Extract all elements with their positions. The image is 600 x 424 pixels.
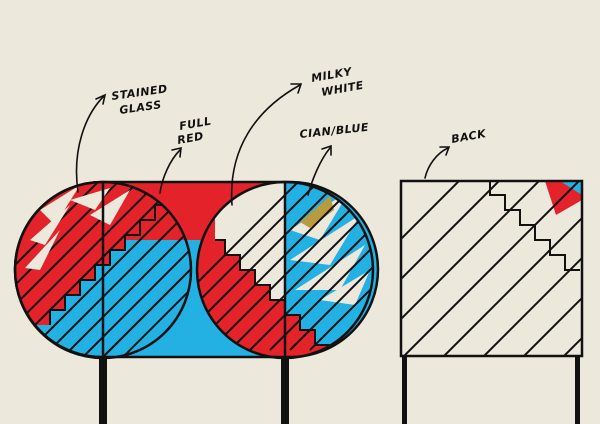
label-glass: GLASS <box>119 98 163 117</box>
label-red: RED <box>176 130 204 147</box>
left-leg <box>99 357 107 424</box>
arrow-milky-white <box>230 84 301 206</box>
back-right-leg <box>575 356 580 424</box>
label-back: BACK <box>450 127 488 146</box>
right-leg <box>281 357 289 424</box>
arrow-cian-blue <box>307 147 331 196</box>
back-left-leg <box>402 356 407 424</box>
label-cian-blue: CIAN/BLUE <box>299 121 370 141</box>
label-full: FULL <box>178 115 212 133</box>
front-cabinet <box>13 180 380 424</box>
arrow-back <box>424 147 449 179</box>
olive-glass-piece <box>300 196 334 228</box>
arrow-stained-glass <box>75 95 105 193</box>
annotation-labels: STAINED GLASS FULL RED MILKY WHITE CIAN/… <box>111 65 488 147</box>
arrow-full-red <box>159 149 181 194</box>
back-cabinet <box>399 179 584 424</box>
annotation-arrows <box>75 83 451 206</box>
